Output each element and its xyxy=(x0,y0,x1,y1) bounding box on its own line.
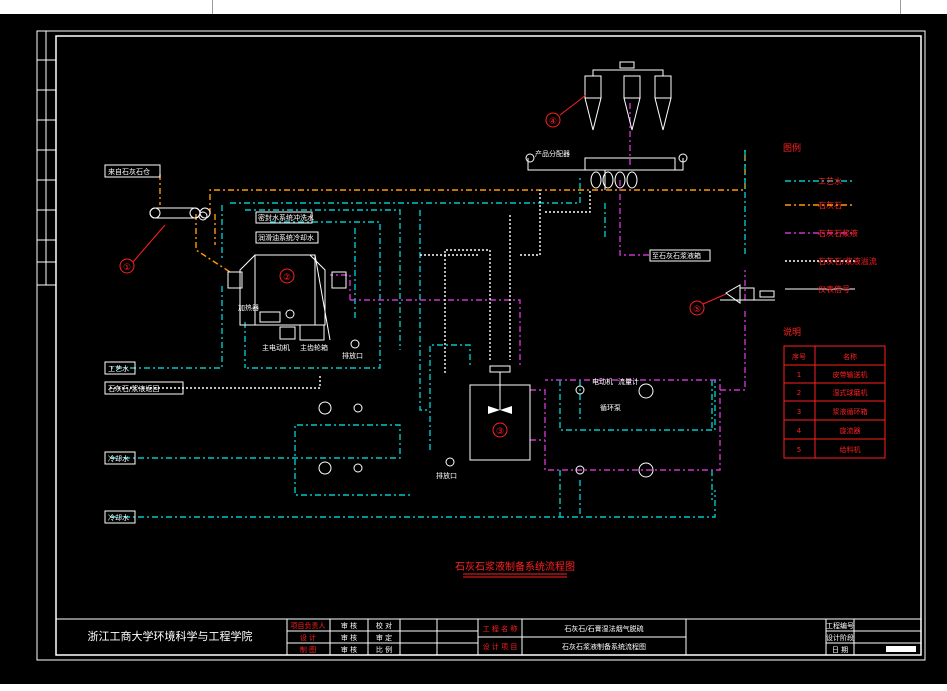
role-lead: 项目负责人 xyxy=(291,621,326,630)
legend-item-overflow: 石灰石/浆液溢流 xyxy=(818,256,877,266)
callouts: ① ② ③ ④ ⑤ xyxy=(119,94,727,438)
window-statusbar xyxy=(0,684,947,691)
label-motor-a: 电动机 xyxy=(592,377,613,386)
note-row-no: 3 xyxy=(797,408,801,416)
project-no-label: 工程编号 xyxy=(826,621,854,630)
callout-1: ① xyxy=(123,263,131,273)
legend: 图例 工艺水 石灰石 石灰石浆液 石灰石/浆液溢流 仪表信号 xyxy=(783,142,877,294)
school-name: 浙江工商大学环境科学与工程学院 xyxy=(88,629,253,643)
process-water-lines xyxy=(110,150,855,518)
cad-drawing: .w { stroke:#00c8c8; stroke-width:1.4; f… xyxy=(36,30,926,661)
feeder xyxy=(725,284,775,304)
outer-border xyxy=(36,30,926,661)
stage-label: 设计阶段 xyxy=(826,633,854,642)
drawing-title: 石灰石浆液制备系统流程图 xyxy=(455,560,575,578)
callout-5: ⑤ xyxy=(693,305,701,315)
note-row-name: 皮带输送机 xyxy=(833,370,868,379)
window-titlebar xyxy=(0,0,947,14)
label-gear: 主齿轮箱 xyxy=(300,343,328,352)
note-row-no: 5 xyxy=(797,446,801,454)
design-item-label: 设 计 项 目 xyxy=(483,642,518,651)
instruments xyxy=(198,153,688,475)
project-name: 石灰石/石膏湿法烟气脱硫 xyxy=(564,624,643,633)
role-mid-1: 审 核 xyxy=(341,621,357,630)
note-heading: 说明 xyxy=(783,326,801,338)
role-mid-3: 审 核 xyxy=(341,645,357,654)
note-table: 说明 序号 名称 1 皮带输送机 2 湿式球磨机 3 浆液循环箱 4 旋流器 5… xyxy=(783,326,886,459)
process-labels: 来自石灰石仓 工艺水 石灰石/浆液返回 冷却水 冷却水 密封水系统冲洗水 润滑油… xyxy=(104,149,711,524)
note-col-no: 序号 xyxy=(792,352,806,361)
label-cooling-water-2: 冷却水 xyxy=(108,513,129,522)
label-drain-2: 排放口 xyxy=(436,471,457,480)
label-sealing-water: 密封水系统冲洗水 xyxy=(258,213,314,222)
role-right-1: 校 对 xyxy=(376,621,392,630)
ball-mill xyxy=(227,254,347,341)
slurry-tank xyxy=(469,365,531,461)
label-to-absorber: 至石灰石浆液箱 xyxy=(652,251,701,260)
hydrocyclone-group xyxy=(584,61,676,189)
title-block xyxy=(55,618,922,656)
design-item: 石灰石浆液制备系统流程图 xyxy=(562,642,646,651)
note-col-name: 名称 xyxy=(843,352,857,361)
note-row-no: 1 xyxy=(797,371,801,379)
project-name-label: 工 程 名 称 xyxy=(483,624,518,633)
legend-item-water: 工艺水 xyxy=(818,176,842,186)
note-row-no: 2 xyxy=(797,389,801,397)
role-right-3: 比 例 xyxy=(376,645,392,654)
pumps xyxy=(318,383,654,478)
label-cooling-water-1: 冷却水 xyxy=(108,454,129,463)
label-flow-meter: 流量计 xyxy=(618,377,639,386)
label-slurry-return: 石灰石/浆液返回 xyxy=(108,384,159,393)
diagram-title: 石灰石浆液制备系统流程图 xyxy=(455,560,575,573)
legend-heading: 图例 xyxy=(783,142,801,154)
note-row-name: 湿式球磨机 xyxy=(833,388,868,397)
label-main-motor: 主电动机 xyxy=(262,343,290,352)
legend-item-signal: 仪表信号 xyxy=(818,284,850,294)
role-mid-2: 审 核 xyxy=(341,633,357,642)
role-design: 设 计 xyxy=(300,633,316,642)
slurry-lines xyxy=(330,100,855,471)
overflow-lines xyxy=(110,190,855,389)
left-revision-strip xyxy=(37,31,56,286)
label-limestone-input: 来自石灰石仓 xyxy=(108,167,150,176)
label-process-water: 工艺水 xyxy=(108,364,129,373)
legend-item-slurry: 石灰石浆液 xyxy=(818,228,858,238)
title-block-text: 浙江工商大学环境科学与工程学院 项目负责人 设 计 制 图 审 核 审 核 审 … xyxy=(88,621,855,654)
note-row-name: 给料机 xyxy=(840,445,861,454)
role-draw: 制 图 xyxy=(300,645,316,654)
titlebar-divider xyxy=(900,0,901,14)
signal-lines xyxy=(527,158,855,301)
label-recirc-pump: 循环泵 xyxy=(600,403,621,412)
note-row-name: 旋流器 xyxy=(840,426,861,435)
label-heater: 加热器 xyxy=(238,303,259,312)
callout-4: ④ xyxy=(549,117,557,127)
callout-3: ③ xyxy=(496,427,504,437)
label-lube-oil: 润滑油系统冷却水 xyxy=(258,233,314,242)
note-row-no: 4 xyxy=(797,427,802,435)
role-right-2: 审 定 xyxy=(376,633,392,642)
titlebar-divider xyxy=(212,0,213,14)
label-drain-1: 排放口 xyxy=(342,351,363,360)
date-label: 日 期 xyxy=(832,646,848,654)
callout-2: ② xyxy=(283,273,291,283)
date-fill xyxy=(886,646,916,652)
label-product-distributor: 产品分配器 xyxy=(535,149,570,158)
note-row-name: 浆液循环箱 xyxy=(833,407,868,416)
